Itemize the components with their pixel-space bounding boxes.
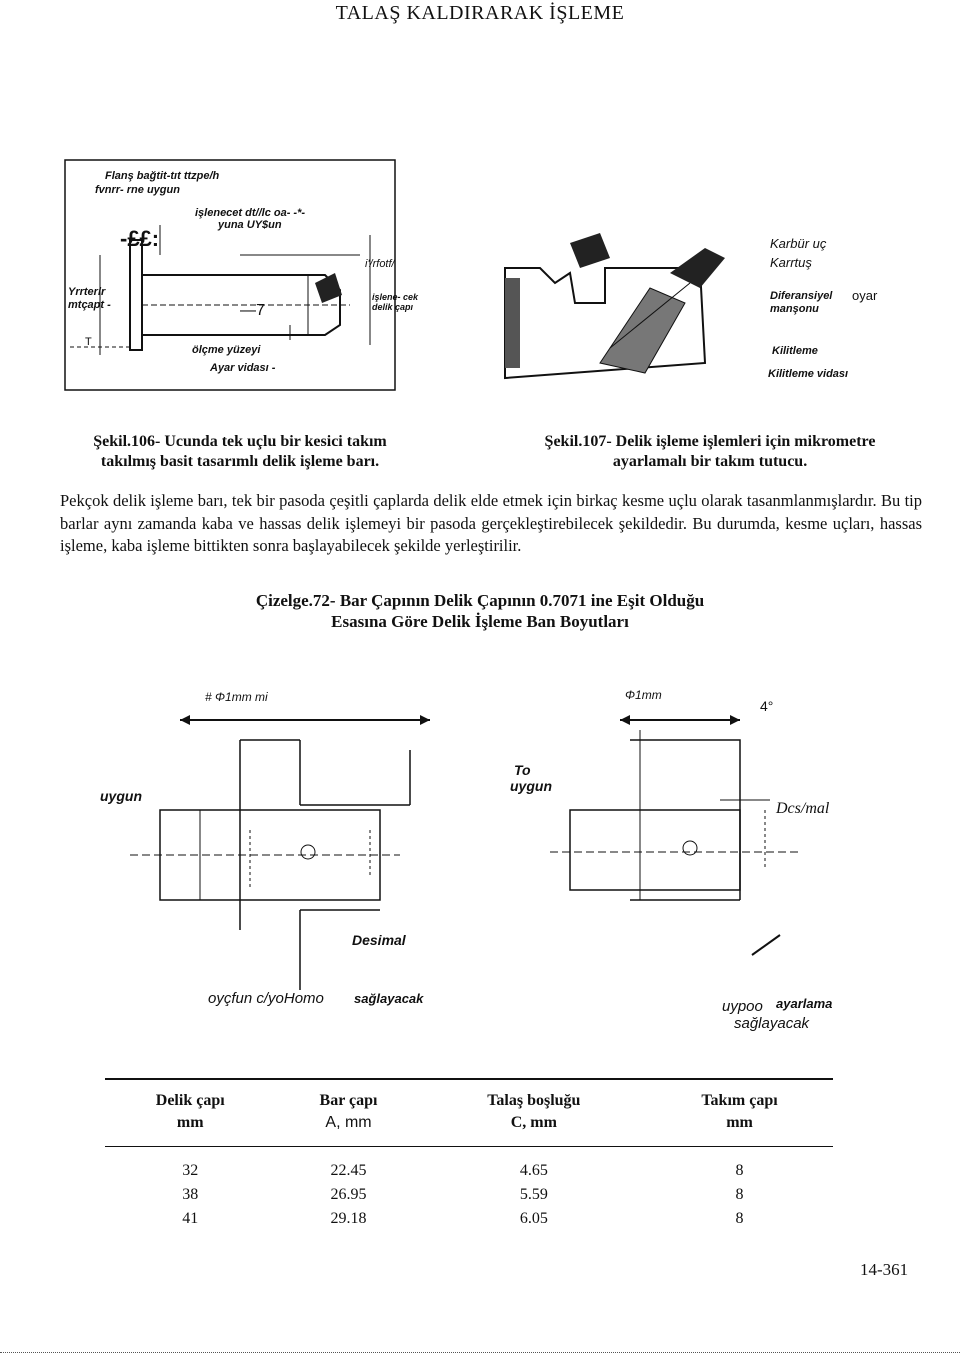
fig106-label-9: —7: [240, 302, 265, 319]
lower-right-top-dim: Φ1mm: [625, 688, 662, 702]
fig106-label-3: işlenecet dt//lc oa- -*-: [195, 207, 306, 219]
table-caption-line1: Çizelge.72- Bar Çapının Delik Çapının 0.…: [255, 591, 705, 610]
footer-divider: [0, 1352, 960, 1354]
figure-107-caption-line2: ayarlamalı bir takım tutucu.: [612, 453, 808, 470]
fig106-label-7: Yrrterlr: [68, 286, 106, 298]
table-cell: 6.05: [519, 1210, 548, 1227]
header-bar-capi-unit: A, mm: [275, 1112, 422, 1147]
table-cell: 38: [182, 1186, 199, 1203]
header-takim-capi: Takım çapı: [646, 1078, 833, 1112]
table-cell: 8: [735, 1210, 744, 1227]
lower-right-desimal: Dcs/mal: [776, 800, 830, 817]
lower-left-bottom2: sağlayacak: [354, 991, 424, 1006]
fig106-label-10: işlene- cek delik çapı: [372, 292, 419, 312]
fig107-label-diferansiyel: Diferansiyel manşonu: [770, 290, 833, 315]
fig107-label-kilitleme-vidasi: Kilitleme vidası: [768, 368, 849, 380]
fig106-label-12: ölçme yüzeyi: [192, 344, 261, 356]
lower-left-desimal: Desimal: [352, 932, 406, 948]
boring-bar-sketches: [130, 715, 800, 990]
fig107-label-karrtus: Karrtuş: [770, 255, 812, 270]
fig106-label-4: yuna UY$un: [218, 219, 282, 231]
table-cell: 4.65: [519, 1162, 548, 1179]
figure-107-drawing: [504, 233, 725, 380]
fig107-label-kilitleme: Kilitleme: [772, 345, 818, 357]
fig106-label-1: Flanş bağtit-tıt ttzpe/h: [105, 170, 220, 182]
header-talas-boslugu: Talaş boşluğu: [421, 1078, 647, 1112]
header-takim-capi-unit: mm: [646, 1112, 833, 1147]
fig106-label-8: mtçapt -: [68, 299, 111, 311]
header-talas-boslugu-unit: C, mm: [421, 1112, 647, 1147]
body-paragraph: Pekçok delik işleme barı, tek bir pasoda…: [60, 491, 922, 555]
fig106-label-5: -££:: [120, 226, 160, 251]
fig106-label-13: Ayar vidası -: [210, 362, 276, 374]
lower-right-bottom2: ayarlama: [776, 996, 833, 1011]
fig106-label-6: i'/rfotf/: [365, 258, 395, 270]
header-delik-capi-unit: mm: [105, 1112, 276, 1147]
table-cell: 5.59: [519, 1186, 548, 1203]
figure-107-caption: Şekil.107- Delik işleme işlemleri için m…: [500, 432, 920, 472]
table-cell: 41: [182, 1210, 199, 1227]
lower-left-bottom1: oyçfun c/yoHomo: [208, 990, 324, 1007]
figure-106-drawing: [64, 159, 396, 391]
table-header-row-1: Delik çapı Bar çapı Talaş boşluğu Takım …: [105, 1078, 833, 1112]
table-cell: 22.45: [330, 1162, 367, 1179]
table-row: 41 29.18 6.05 8: [105, 1207, 833, 1231]
table-header-row-2: mm A, mm C, mm mm: [105, 1112, 833, 1147]
table-cell: 29.18: [330, 1210, 367, 1227]
table-cell: 26.95: [330, 1186, 367, 1203]
table-row: 32 22.45 4.65 8: [105, 1147, 833, 1184]
table-cell: 8: [735, 1186, 744, 1203]
boring-bar-table: Delik çapı Bar çapı Talaş boşluğu Takım …: [105, 1078, 833, 1231]
fig106-label-2: fvnrr- rne uygun: [95, 184, 180, 196]
lower-right-bottom3: sağlayacak: [734, 1015, 810, 1032]
table-cell: 8: [735, 1162, 744, 1179]
header-delik-capi: Delik çapı: [105, 1078, 276, 1112]
table-row: 38 26.95 5.59 8: [105, 1183, 833, 1207]
figure-106-caption-line1: Şekil.106- Ucunda tek uçlu bir kesici ta…: [93, 433, 387, 450]
header-bar-capi: Bar çapı: [275, 1078, 422, 1112]
table-caption-line2: Esasına Göre Delik İşleme Ban Boyutları: [331, 612, 629, 631]
lower-right-to: To: [514, 762, 531, 778]
page-header-title: TALAŞ KALDIRARAK İŞLEME: [335, 2, 625, 24]
table-caption: Çizelge.72- Bar Çapının Delik Çapının 0.…: [0, 590, 960, 632]
lower-right-uygun: uygun: [510, 778, 552, 794]
lower-left-uygun: uygun: [100, 788, 142, 804]
fig106-label-11: T: [85, 336, 92, 348]
lower-right-angle: 4°: [760, 698, 774, 714]
figure-106-caption-line2: takılmış basit tasarımlı delik işleme ba…: [100, 453, 380, 470]
figure-106-caption: Şekil.106- Ucunda tek uçlu bir kesici ta…: [40, 432, 440, 472]
table-cell: 32: [182, 1162, 199, 1179]
fig107-label-oyar: oyar: [852, 288, 878, 303]
lower-left-top-dim: # Φ1mm mi: [205, 690, 268, 704]
lower-right-bottom1: uypoo: [722, 998, 763, 1015]
page-number: 14-361: [860, 1260, 909, 1279]
fig107-label-karbur: Karbür uç: [770, 236, 827, 251]
figure-107-caption-line1: Şekil.107- Delik işleme işlemleri için m…: [544, 433, 876, 450]
